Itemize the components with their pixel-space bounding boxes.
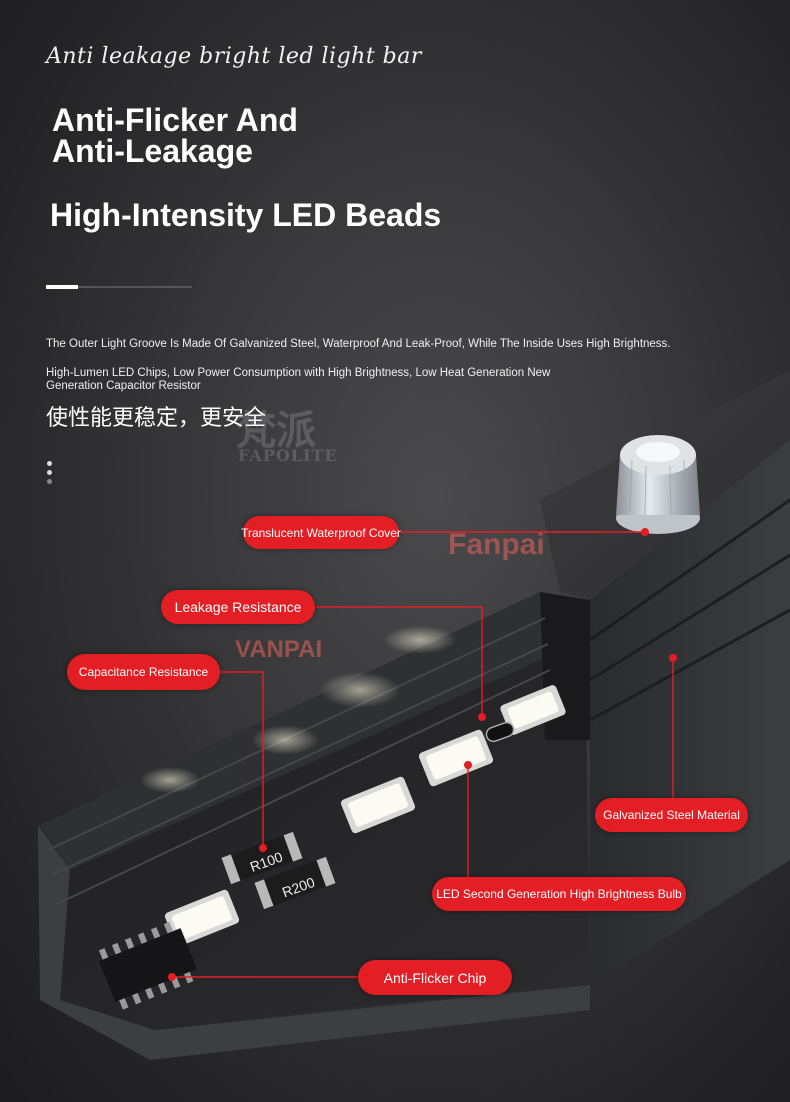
- callout-galvanized-steel-material: Galvanized Steel Material: [595, 798, 748, 832]
- pagination-dot: [47, 470, 52, 475]
- headline-line-2: Anti-Leakage: [52, 133, 253, 169]
- leader-dot: [464, 761, 472, 769]
- leader-dot: [259, 844, 267, 852]
- pagination-dot: [47, 461, 52, 466]
- callout-capacitance-resistance: Capacitance Resistance: [67, 654, 220, 690]
- headline-line-1: Anti-Flicker And: [52, 102, 298, 138]
- watermark-fanpai: Fanpai: [448, 528, 545, 561]
- resistor-r100: [221, 831, 303, 885]
- callout-anti-flicker-chip: Anti-Flicker Chip: [358, 960, 512, 995]
- channel-outer-side: [590, 440, 790, 985]
- watermark-brand-cn: 梵派: [236, 407, 316, 454]
- callout-led-bulb: LED Second Generation High Brightness Bu…: [432, 877, 686, 911]
- capacitor: [485, 721, 515, 743]
- callout-translucent-waterproof-cover: Translucent Waterproof Cover: [241, 516, 401, 549]
- led-bead: [340, 776, 416, 834]
- leader-capacitance: [220, 671, 264, 848]
- script-title: Anti leakage bright led light bar: [46, 44, 422, 69]
- leader-leakage: [316, 606, 483, 717]
- headline-line-3: High-Intensity LED Beads: [50, 197, 442, 233]
- callout-leakage-resistance: Leakage Resistance: [161, 590, 315, 624]
- ic-chip: [98, 921, 198, 1010]
- leader-dot: [669, 654, 677, 662]
- led-bead: [418, 729, 494, 787]
- chinese-tagline: 使性能更稳定，更安全: [46, 406, 267, 431]
- description-paragraph-1: The Outer Light Groove Is Made Of Galvan…: [46, 338, 671, 350]
- watermark-brand-en: FAPOLITE: [238, 446, 338, 465]
- resistor-r200: [254, 856, 336, 910]
- watermark-vanpai: VANPAI: [235, 636, 323, 663]
- channel-bottom-lip: [38, 825, 590, 1060]
- waterproof-cover-dome: [616, 435, 700, 534]
- description-paragraph-2: High-Lumen LED Chips, Low Power Consumpt…: [46, 367, 551, 392]
- led-bead: [164, 889, 240, 947]
- led-bead: [500, 685, 566, 735]
- leader-dot: [478, 713, 486, 721]
- leader-dot: [641, 528, 649, 536]
- divider-accent: [46, 285, 78, 289]
- leader-dot: [168, 973, 176, 981]
- channel-left-wall: [40, 592, 585, 870]
- pagination-dot: [47, 479, 52, 484]
- divider-line: [46, 286, 192, 288]
